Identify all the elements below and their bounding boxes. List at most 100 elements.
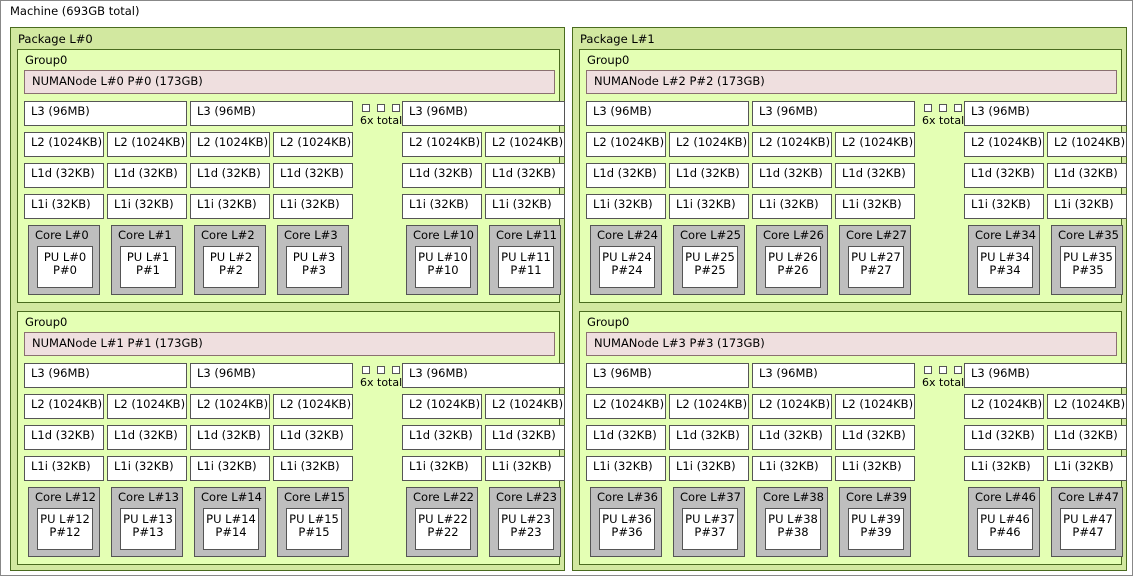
l2-cache: L2 (1024KB) bbox=[485, 394, 565, 419]
l2-cache: L2 (1024KB) bbox=[835, 132, 915, 157]
l1i-cache: L1i (32KB) bbox=[669, 194, 749, 219]
pu-physical-label: P#3 bbox=[302, 263, 326, 277]
pu-logical-label: PU L#15 bbox=[289, 512, 339, 526]
l1d-cache-label: L1d (32KB) bbox=[280, 428, 344, 442]
l1d-cache-label: L1d (32KB) bbox=[197, 166, 261, 180]
pu-physical-label: P#13 bbox=[132, 525, 164, 539]
l2-cache: L2 (1024KB) bbox=[485, 132, 565, 157]
l1d-cache: L1d (32KB) bbox=[402, 163, 482, 188]
pu-logical-label: PU L#1 bbox=[126, 250, 170, 264]
pu-physical-label: P#11 bbox=[510, 263, 542, 277]
l2-cache-label: L2 (1024KB) bbox=[492, 135, 564, 149]
l1i-cache-label: L1i (32KB) bbox=[409, 459, 469, 473]
more-indicator: 6x total bbox=[922, 366, 964, 390]
l2-cache: L2 (1024KB) bbox=[24, 394, 104, 419]
l1d-cache: L1d (32KB) bbox=[24, 163, 104, 188]
numanode-label: NUMANode L#3 P#3 (173GB) bbox=[594, 336, 765, 350]
group-title: Group0 bbox=[25, 53, 68, 67]
machine-title: Machine (693GB total) bbox=[10, 4, 140, 18]
l1d-cache: L1d (32KB) bbox=[1047, 425, 1127, 450]
l1i-cache: L1i (32KB) bbox=[273, 456, 353, 481]
l1d-cache-label: L1d (32KB) bbox=[676, 166, 740, 180]
numanode: NUMANode L#0 P#0 (173GB) bbox=[24, 70, 555, 94]
l1d-cache-label: L1d (32KB) bbox=[759, 166, 823, 180]
l1i-cache-label: L1i (32KB) bbox=[114, 459, 174, 473]
l3-label: L3 (96MB) bbox=[31, 104, 90, 118]
numanode: NUMANode L#1 P#1 (173GB) bbox=[24, 332, 555, 356]
group-title: Group0 bbox=[587, 315, 630, 329]
l1d-cache: L1d (32KB) bbox=[190, 163, 270, 188]
core-label: Core L#1 bbox=[118, 228, 172, 242]
l3-label: L3 (96MB) bbox=[759, 104, 818, 118]
l3-cache: L3 (96MB) bbox=[752, 363, 915, 388]
l3-cache: L3 (96MB) bbox=[586, 101, 749, 126]
l2-cache: L2 (1024KB) bbox=[586, 394, 666, 419]
l1i-cache: L1i (32KB) bbox=[586, 456, 666, 481]
more-square-icon-2 bbox=[954, 104, 962, 112]
l1i-cache: L1i (32KB) bbox=[835, 456, 915, 481]
more-square-icon-2 bbox=[392, 366, 400, 374]
pu-logical-label: PU L#0 bbox=[43, 250, 87, 264]
pu-logical-label: PU L#25 bbox=[685, 250, 735, 264]
l1d-cache-label: L1d (32KB) bbox=[492, 428, 556, 442]
numanode-label: NUMANode L#0 P#0 (173GB) bbox=[32, 74, 203, 88]
l2-cache-label: L2 (1024KB) bbox=[114, 135, 186, 149]
l2-cache-label: L2 (1024KB) bbox=[759, 397, 831, 411]
more-square-icon-0 bbox=[362, 104, 370, 112]
pu-physical-label: P#10 bbox=[427, 263, 459, 277]
l1d-cache-label: L1d (32KB) bbox=[676, 428, 740, 442]
l1d-cache-label: L1d (32KB) bbox=[114, 166, 178, 180]
l1d-cache: L1d (32KB) bbox=[669, 163, 749, 188]
l1d-cache: L1d (32KB) bbox=[402, 425, 482, 450]
pu-physical-label: P#22 bbox=[427, 525, 459, 539]
l2-cache: L2 (1024KB) bbox=[402, 394, 482, 419]
more-total-label: 6x total bbox=[922, 114, 965, 127]
l1i-cache: L1i (32KB) bbox=[190, 456, 270, 481]
pu-logical-label: PU L#39 bbox=[851, 512, 901, 526]
l1d-cache: L1d (32KB) bbox=[586, 425, 666, 450]
l2-cache: L2 (1024KB) bbox=[190, 394, 270, 419]
l1d-cache-label: L1d (32KB) bbox=[593, 166, 657, 180]
core-label: Core L#3 bbox=[284, 228, 338, 242]
l1d-cache: L1d (32KB) bbox=[835, 425, 915, 450]
core-label: Core L#22 bbox=[413, 490, 474, 504]
more-square-icon-2 bbox=[392, 104, 400, 112]
l1d-cache-label: L1d (32KB) bbox=[759, 428, 823, 442]
l2-cache-label: L2 (1024KB) bbox=[842, 397, 914, 411]
pu-logical-label: PU L#22 bbox=[418, 512, 468, 526]
l1d-cache: L1d (32KB) bbox=[273, 163, 353, 188]
l3-label: L3 (96MB) bbox=[971, 366, 1030, 380]
l2-cache: L2 (1024KB) bbox=[1047, 132, 1127, 157]
l1i-cache: L1i (32KB) bbox=[107, 456, 187, 481]
l2-cache: L2 (1024KB) bbox=[752, 132, 832, 157]
l1i-cache: L1i (32KB) bbox=[752, 456, 832, 481]
core-label: Core L#13 bbox=[118, 490, 179, 504]
l1d-cache: L1d (32KB) bbox=[669, 425, 749, 450]
more-square-icon-1 bbox=[377, 104, 385, 112]
core-label: Core L#10 bbox=[413, 228, 474, 242]
pu-logical-label: PU L#24 bbox=[602, 250, 652, 264]
numanode-label: NUMANode L#2 P#2 (173GB) bbox=[594, 74, 765, 88]
core-label: Core L#12 bbox=[35, 490, 96, 504]
pu-logical-label: PU L#2 bbox=[209, 250, 253, 264]
l1d-cache-label: L1d (32KB) bbox=[31, 166, 95, 180]
core-label: Core L#38 bbox=[763, 490, 824, 504]
l2-cache: L2 (1024KB) bbox=[273, 394, 353, 419]
l1d-cache: L1d (32KB) bbox=[835, 163, 915, 188]
l1i-cache-label: L1i (32KB) bbox=[842, 459, 902, 473]
pu-logical-label: PU L#26 bbox=[768, 250, 818, 264]
l1i-cache: L1i (32KB) bbox=[485, 194, 565, 219]
